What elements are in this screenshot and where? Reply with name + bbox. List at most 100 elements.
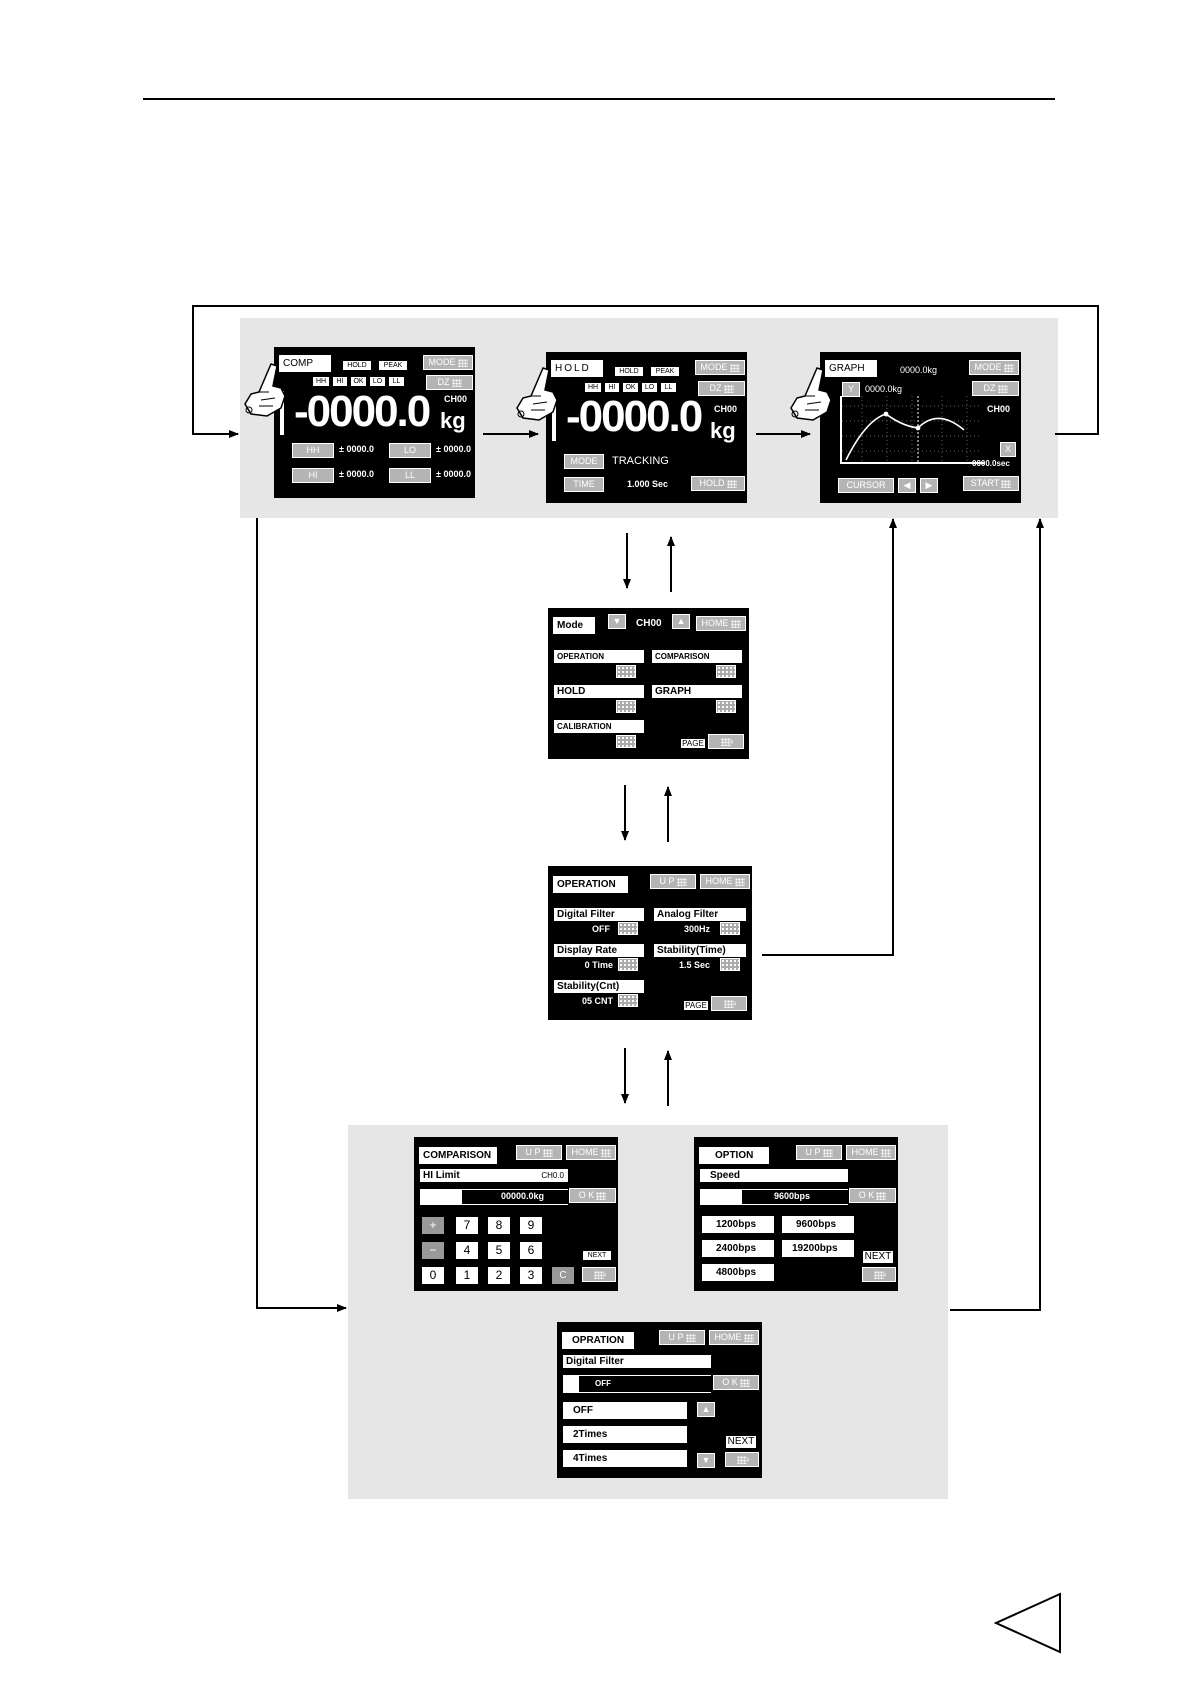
up-button[interactable]: U P (659, 1330, 705, 1345)
mode-button[interactable]: MODE (969, 360, 1019, 375)
ok-button[interactable]: O K (569, 1188, 616, 1203)
key-4[interactable]: 4 (456, 1242, 478, 1259)
cursor-button[interactable]: CURSOR (838, 478, 894, 493)
stability-time-grid-icon[interactable] (720, 958, 740, 971)
key-7[interactable]: 7 (456, 1217, 478, 1234)
hold-small-tab[interactable]: HOLD (342, 360, 372, 371)
option-4times[interactable]: 4Times (563, 1450, 687, 1467)
home-button[interactable]: HOME (846, 1145, 896, 1160)
page-next-button[interactable]: › (711, 996, 747, 1011)
home-button[interactable]: HOME (709, 1330, 759, 1345)
option-1200bps[interactable]: 1200bps (702, 1216, 774, 1233)
grid-icon (873, 1270, 884, 1279)
next-button[interactable]: › (725, 1452, 759, 1467)
start-button[interactable]: START (963, 476, 1019, 491)
display-rate-grid-icon[interactable] (618, 958, 638, 971)
home-button[interactable]: HOME (566, 1145, 616, 1160)
ok-button[interactable]: O K (849, 1188, 896, 1203)
down-button[interactable]: ▼ (608, 614, 626, 629)
cursor-left-button[interactable]: ◀ (898, 478, 916, 493)
option-9600bps[interactable]: 9600bps (782, 1216, 854, 1233)
menu-item-graph[interactable]: GRAPH (652, 685, 742, 698)
key-3[interactable]: 3 (520, 1267, 542, 1284)
hh-button[interactable]: HH (292, 443, 334, 458)
mode-button[interactable]: MODE (423, 355, 473, 370)
arrow-right-icon: › (603, 1269, 607, 1279)
analog-filter-grid-icon[interactable] (720, 922, 740, 935)
hold-small-tab[interactable]: HOLD (614, 366, 644, 377)
menu-item-operation[interactable]: OPERATION (554, 650, 644, 663)
menu-item-comparison-grid-icon[interactable] (716, 665, 736, 678)
digital-filter-grid-icon[interactable] (618, 922, 638, 935)
up-label: U P (659, 876, 675, 886)
page-next-button[interactable]: › (708, 734, 744, 749)
clear-key[interactable]: C (552, 1267, 574, 1284)
next-button[interactable]: › (582, 1267, 616, 1282)
display-rate-value: 0 Time (584, 960, 613, 970)
lo-button[interactable]: LO (389, 443, 431, 458)
back-triangle-icon[interactable] (992, 1590, 1066, 1656)
key-2[interactable]: 2 (488, 1267, 510, 1284)
menu-item-graph-grid-icon[interactable] (716, 700, 736, 713)
indicator-ll: LL (388, 376, 405, 387)
up-button[interactable]: ▲ (672, 614, 690, 629)
menu-item-hold[interactable]: HOLD (554, 685, 644, 698)
minus-key[interactable]: − (422, 1242, 444, 1259)
hold-tab[interactable]: HOLD (551, 360, 603, 377)
up-button[interactable]: U P (796, 1145, 842, 1160)
stability-cnt-grid-icon[interactable] (618, 994, 638, 1007)
grid-icon (723, 999, 734, 1008)
comp-tab[interactable]: COMP (279, 355, 331, 372)
up-button[interactable]: U P (516, 1145, 562, 1160)
up-button[interactable]: U P (650, 874, 696, 889)
hold-mode-button[interactable]: MODE (564, 454, 604, 469)
digital-filter-value: OFF (592, 924, 610, 934)
graph-tab[interactable]: GRAPH (825, 360, 877, 377)
menu-item-calibration-grid-icon[interactable] (616, 735, 636, 748)
home-button[interactable]: HOME (700, 874, 750, 889)
key-1[interactable]: 1 (456, 1267, 478, 1284)
ok-button[interactable]: O K (713, 1375, 759, 1390)
key-5[interactable]: 5 (488, 1242, 510, 1259)
key-0[interactable]: 0 (422, 1267, 444, 1284)
home-button[interactable]: HOME (696, 616, 746, 631)
peak-small-tab[interactable]: PEAK (378, 360, 408, 371)
x-axis-button[interactable]: X (1000, 442, 1016, 457)
key-6[interactable]: 6 (520, 1242, 542, 1259)
dz-button[interactable]: DZ (426, 375, 473, 390)
key-9[interactable]: 9 (520, 1217, 542, 1234)
comparison-title: COMPARISON (419, 1147, 497, 1164)
dz-button[interactable]: DZ (972, 381, 1019, 396)
key-8[interactable]: 8 (488, 1217, 510, 1234)
indicator-hi: HI (332, 376, 348, 387)
menu-item-hold-grid-icon[interactable] (616, 700, 636, 713)
option-off[interactable]: OFF (563, 1402, 687, 1419)
scroll-up-button[interactable]: ▲ (697, 1402, 715, 1417)
menu-item-comparison[interactable]: COMPARISON (652, 650, 742, 663)
time-button[interactable]: TIME (564, 477, 604, 492)
page-label: PAGE (683, 1000, 709, 1011)
grid-icon (542, 1148, 553, 1157)
arrow-right-icon: › (733, 998, 737, 1008)
next-button[interactable]: › (862, 1267, 896, 1282)
cursor-right-button[interactable]: ▶ (920, 478, 938, 493)
dz-button[interactable]: DZ (698, 381, 745, 396)
option-19200bps[interactable]: 19200bps (782, 1240, 854, 1257)
hi-button[interactable]: HI (292, 468, 334, 483)
indicator-hh: HH (312, 376, 330, 387)
peak-small-tab[interactable]: PEAK (650, 366, 680, 377)
plus-key[interactable]: + (422, 1217, 444, 1234)
hold-button[interactable]: HOLD (691, 476, 745, 491)
option-2400bps[interactable]: 2400bps (702, 1240, 774, 1257)
triangle-down-icon: ▼ (701, 1455, 711, 1465)
y-axis-button[interactable]: Y (842, 382, 860, 397)
ll-button[interactable]: LL (389, 468, 431, 483)
option-2times[interactable]: 2Times (563, 1426, 687, 1443)
menu-item-operation-grid-icon[interactable] (616, 665, 636, 678)
option-4800bps[interactable]: 4800bps (702, 1264, 774, 1281)
ok-label: O K (578, 1190, 595, 1200)
scroll-down-button[interactable]: ▼ (697, 1453, 715, 1468)
menu-item-calibration[interactable]: CALIBRATION (554, 720, 644, 733)
mode-button[interactable]: MODE (695, 360, 745, 375)
